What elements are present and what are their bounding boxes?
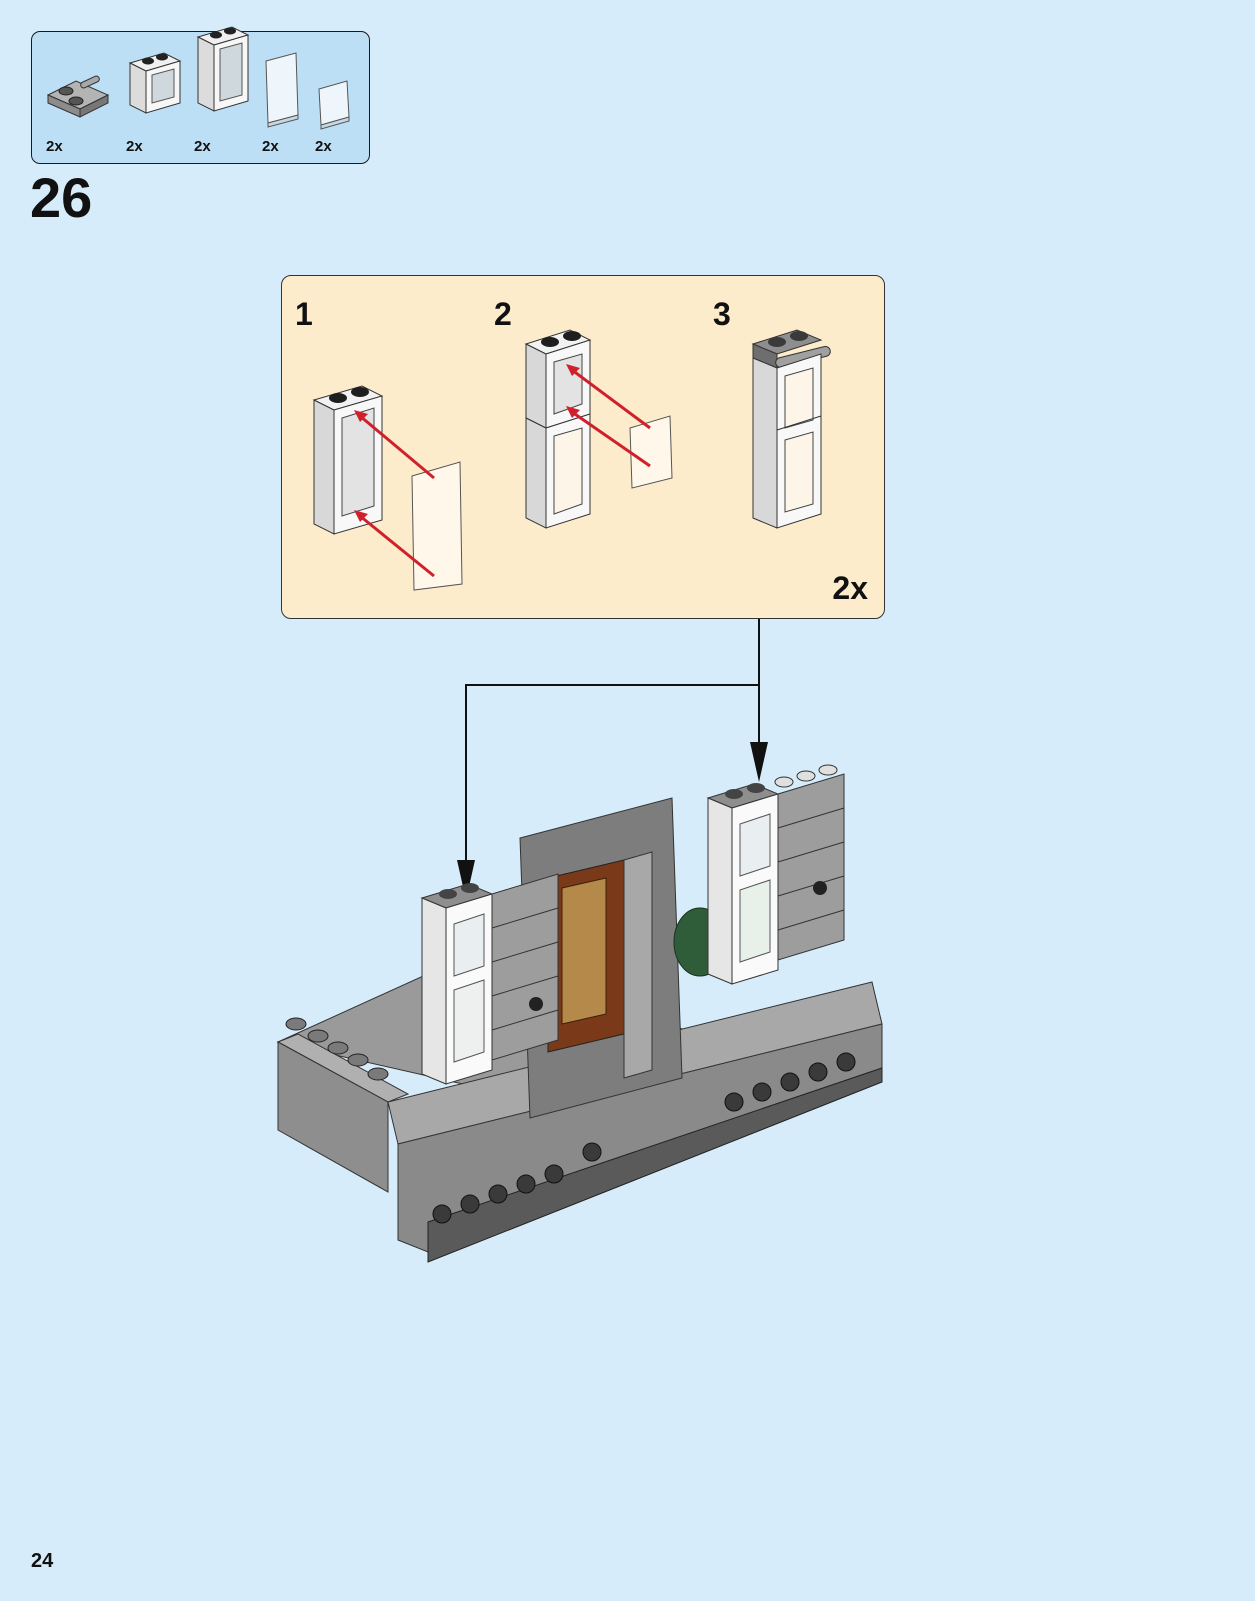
- white-window-frame-short-icon: [126, 41, 186, 121]
- part-qty: 2x: [262, 138, 279, 155]
- white-window-frame-tall-icon: [194, 19, 254, 119]
- step-number: 26: [30, 170, 92, 226]
- part-item: 2x: [315, 73, 355, 153]
- sub-assembly-callout: 1 2 3: [281, 275, 885, 619]
- clear-glass-pane-short-icon: [315, 73, 355, 133]
- sub-step-number: 1: [295, 298, 313, 330]
- part-item: 2x: [194, 35, 254, 153]
- sub-step-number: 3: [713, 298, 731, 330]
- parts-list-box: 2x 2x 2x 2x: [31, 31, 370, 164]
- part-qty: 2x: [126, 138, 143, 155]
- part-item: 2x: [262, 53, 306, 153]
- sub-assembly-multiplier: 2x: [832, 572, 868, 604]
- part-item: 2x: [126, 43, 186, 153]
- part-item: 2x: [46, 43, 116, 153]
- building-facade-model-icon: [272, 752, 912, 1272]
- gray-plate-bar-handle-icon: [46, 51, 116, 121]
- part-qty: 2x: [315, 138, 332, 155]
- clear-glass-pane-tall-icon: [262, 49, 306, 129]
- window-frame-glass-insert-icon: [302, 376, 482, 596]
- page-number: 24: [31, 1550, 53, 1573]
- completed-window-tower-icon: [737, 316, 867, 546]
- part-qty: 2x: [194, 138, 211, 155]
- stacked-window-glass-insert-icon: [510, 316, 690, 546]
- part-qty: 2x: [46, 138, 63, 155]
